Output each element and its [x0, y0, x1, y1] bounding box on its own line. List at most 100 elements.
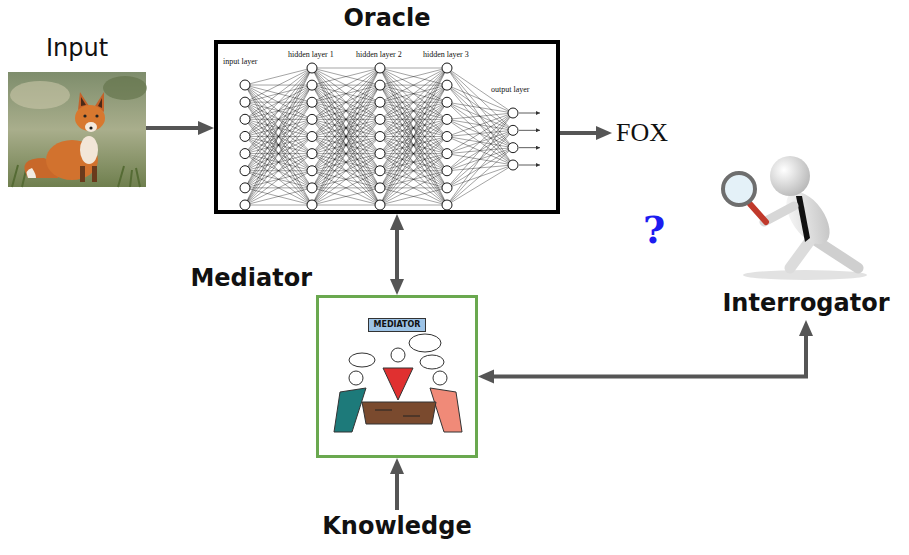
neural-network-part [375, 80, 385, 90]
neural-network-part [312, 137, 380, 206]
neural-network-part [380, 68, 447, 85]
neural-network-part [312, 68, 380, 119]
mediator-illustration-part [420, 355, 444, 369]
connector-arrow [395, 468, 399, 510]
neural-network-part [312, 188, 380, 205]
neural-network-part [312, 102, 380, 205]
layer-label: hidden layer 1 [287, 50, 335, 59]
fox-photo-part [81, 97, 86, 106]
neural-network-part [447, 85, 513, 165]
neural-network-part [240, 131, 250, 141]
neural-network-part [240, 166, 250, 176]
neural-network-part [307, 132, 317, 142]
question-mark-holder: ? [643, 208, 665, 252]
neural-network-part [380, 154, 447, 205]
neural-network-part [240, 80, 250, 90]
neural-network-part [447, 113, 513, 188]
neural-network-part [245, 68, 312, 188]
mediator-illustration-part [433, 371, 447, 385]
neural-network-part [447, 85, 513, 148]
mediator-illustration-part [349, 353, 375, 367]
neural-network-part [312, 68, 380, 154]
neural-network-part [245, 205, 312, 206]
neural-network-part [240, 114, 250, 124]
neural-network-part [312, 68, 380, 171]
layer-label-holder: input layer [222, 50, 258, 68]
neural-network-part [442, 166, 452, 176]
neural-network-part [245, 68, 312, 154]
neural-network-part [312, 205, 380, 206]
interrogator-figure-part [743, 270, 867, 280]
mediator-illustration [334, 334, 462, 432]
neural-network-part [312, 68, 380, 188]
neural-network-part [245, 68, 312, 171]
oracle-box-text: Oracle [218, 4, 556, 33]
mediator-illustration-part [409, 334, 441, 352]
neural-network-part [245, 154, 312, 205]
neural-network-part [375, 149, 385, 159]
neural-network-part [307, 166, 317, 176]
neural-network-part [375, 97, 385, 107]
neural-network-part [447, 165, 513, 205]
oracle-box: Oracle [214, 40, 560, 214]
neural-network-part [312, 102, 380, 205]
neural-network-part [442, 149, 452, 159]
output-label: FOX [612, 115, 672, 150]
neural-network-part [312, 68, 380, 205]
neural-network-part [240, 149, 250, 159]
neural-network-part [508, 160, 518, 170]
neural-network-part [312, 85, 380, 205]
neural-network-part [245, 68, 312, 119]
knowledge-source: Knowledge [318, 510, 475, 543]
layer-label-holder: hidden layer 3 [422, 43, 470, 61]
neural-network-part [380, 188, 447, 205]
neural-network-part [380, 68, 447, 188]
neural-network-part [380, 68, 447, 69]
neural-network-part [245, 85, 312, 205]
neural-network-part [380, 68, 447, 154]
neural-network-part [312, 188, 380, 205]
neural-network-part [447, 130, 513, 205]
layer-label-holder: output layer [490, 78, 530, 96]
neural-network-part [245, 102, 312, 205]
neural-network-part [312, 68, 380, 102]
interrogator-figure-frame-text: Interrogator [722, 289, 889, 318]
neural-network-part [245, 102, 312, 205]
neural-network-part [375, 114, 385, 124]
neural-network-part [380, 68, 447, 102]
neural-network-part [380, 137, 447, 206]
neural-network-part [375, 132, 385, 142]
neural-network-part [307, 183, 317, 193]
connector-arrow [146, 126, 204, 130]
neural-network-part [312, 154, 380, 205]
connector-arrow [488, 330, 806, 377]
interrogator-figure-part [796, 196, 810, 242]
neural-network-part [245, 68, 312, 205]
question-mark: ? [643, 208, 665, 252]
neural-network-part [245, 119, 312, 205]
interrogator-figure-part [770, 156, 810, 196]
neural-network-part [312, 68, 380, 102]
neural-network-part [508, 143, 518, 153]
neural-network-part [307, 114, 317, 124]
neural-network-part [380, 102, 447, 205]
neural-network-part [380, 68, 447, 137]
neural-network-part [312, 68, 380, 205]
neural-network-part [380, 68, 447, 102]
mediator-illustration-part [375, 410, 420, 416]
neural-network-part [312, 154, 380, 205]
neural-network-part [442, 183, 452, 193]
neural-network-part [380, 68, 447, 188]
mediator-illustration-part [334, 388, 366, 432]
neural-network-part [307, 97, 317, 107]
neural-network-part [245, 85, 312, 205]
neural-network-part [312, 85, 380, 205]
neural-network-part [245, 137, 312, 206]
interrogator-figure-part [750, 204, 766, 222]
output-label-text: FOX [616, 117, 668, 148]
neural-network-part [447, 68, 513, 148]
